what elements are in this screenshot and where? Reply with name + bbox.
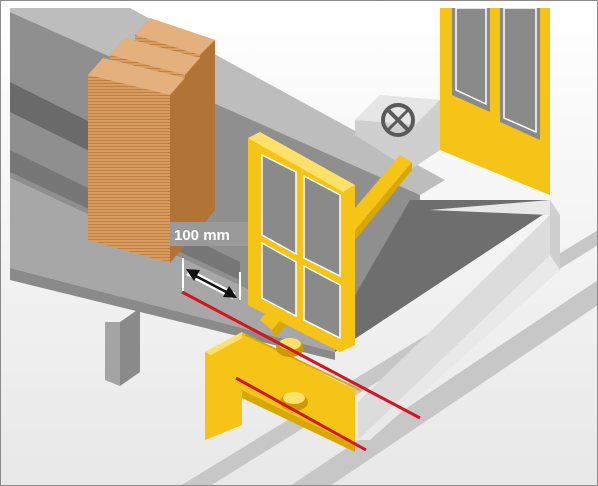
laser-lines (181, 290, 421, 452)
cutoff-symbol-plate (355, 95, 440, 170)
back-gate (440, 7, 550, 195)
dimension-callout: 100 mm (170, 222, 255, 300)
conveyor-support-leg (105, 308, 140, 386)
dimension-label: 100 mm (174, 227, 230, 244)
side-guide-box (358, 200, 560, 440)
carton-stack (88, 18, 215, 263)
double-arrow-icon (186, 268, 237, 300)
cutoff-symbol-icon (381, 103, 415, 137)
front-gate (248, 132, 355, 352)
